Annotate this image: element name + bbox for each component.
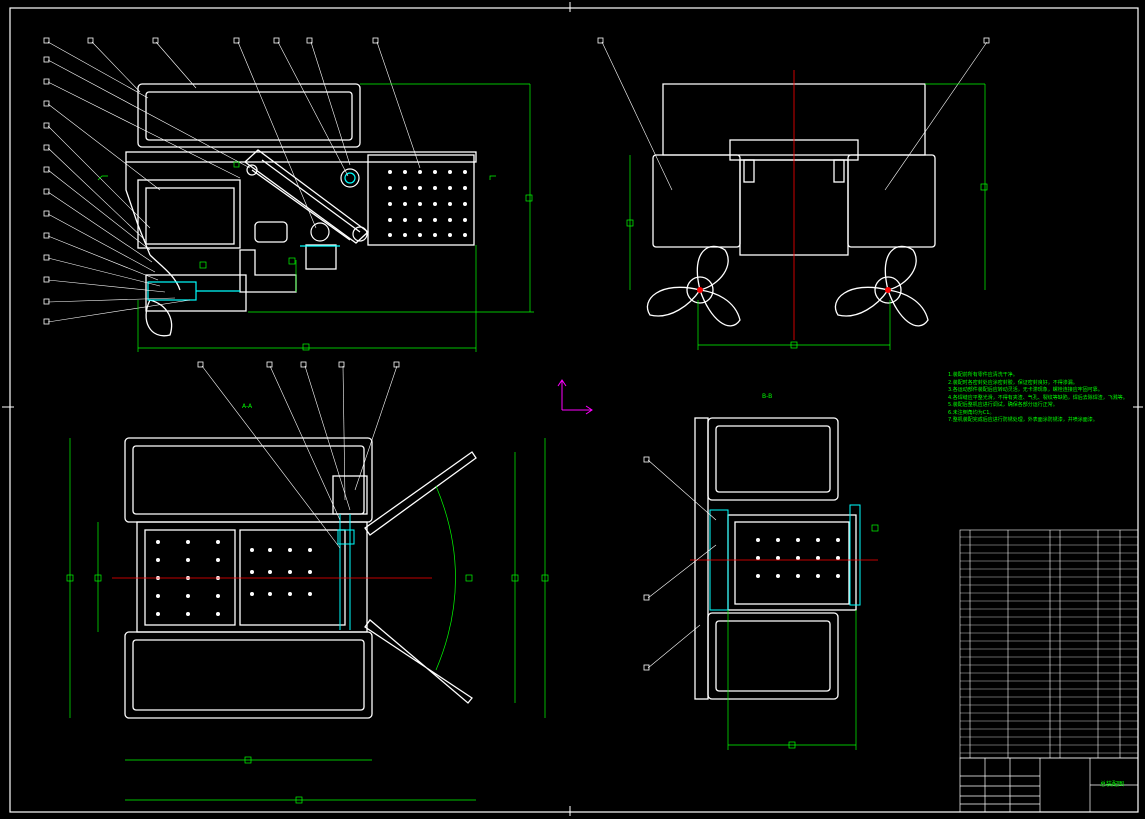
section-b-leaders: [647, 459, 717, 669]
ucs-icon: [557, 379, 593, 415]
drawing-name: 总装配图: [1100, 781, 1125, 788]
side-view-dimensions: [97, 83, 534, 352]
section-b-dimensions: [727, 524, 879, 750]
front-view-leaders: [601, 41, 988, 191]
right-propeller: [834, 245, 929, 327]
requirement-line: 6.未注倒角均为C1。: [948, 409, 995, 416]
requirement-line: 7.整机装配完成后应进行防锈处理，外表面涂防锈漆，并喷涂面漆。: [948, 417, 1098, 423]
front-view-hubs: [697, 287, 891, 293]
requirement-line: 1.装配前所有零件应清洗干净。: [948, 372, 1018, 378]
section-b-view: [694, 417, 857, 700]
front-view-dimensions: [626, 83, 988, 350]
front-view-balloons: [597, 37, 990, 44]
requirement-line: 3.各运动部件装配后应转动灵活，无卡滞现象，螺栓连接应牢固可靠。: [948, 387, 1103, 393]
conveyor-sprockets: [246, 164, 368, 242]
section-b-holes: [756, 538, 840, 578]
plan-section-view: [124, 437, 477, 719]
technical-requirements: 1.装配前所有零件应清洗干净。2.装配时各密封处应涂密封胶，保证密封良好，不得渗…: [948, 372, 1136, 425]
side-view-balloons: [43, 37, 379, 325]
requirement-line: 5.装配后整机应进行调试，确保各部分运行正常。: [948, 402, 1058, 408]
plan-balloons: [197, 361, 400, 368]
section-a-label: A-A: [242, 403, 253, 410]
plan-cyan-parts: [337, 514, 355, 630]
requirement-line: 4.各焊缝应平整光滑，不得有夹渣、气孔、裂纹等缺陷，焊后去除焊渣，飞溅等。: [948, 394, 1128, 401]
section-b-balloons: [643, 456, 650, 671]
plan-dimensions: [66, 438, 549, 804]
parts-list: [959, 529, 1139, 759]
plan-leaders: [201, 365, 398, 549]
title-block: [959, 757, 1139, 813]
drawing-frame: [9, 7, 1139, 813]
section-b-label: B-B: [762, 393, 773, 400]
side-view-cyan-parts: [147, 172, 356, 301]
front-elevation-view: [646, 83, 936, 327]
parts-list-rows: [960, 536, 1138, 754]
requirement-line: 2.装配时各密封处应涂密封胶，保证密封良好，不得渗漏。: [948, 379, 1078, 386]
side-view-leaders: [47, 41, 421, 323]
grid-plate-holes: [388, 170, 467, 237]
side-elevation-view: [125, 83, 477, 337]
left-propeller: [646, 245, 741, 327]
